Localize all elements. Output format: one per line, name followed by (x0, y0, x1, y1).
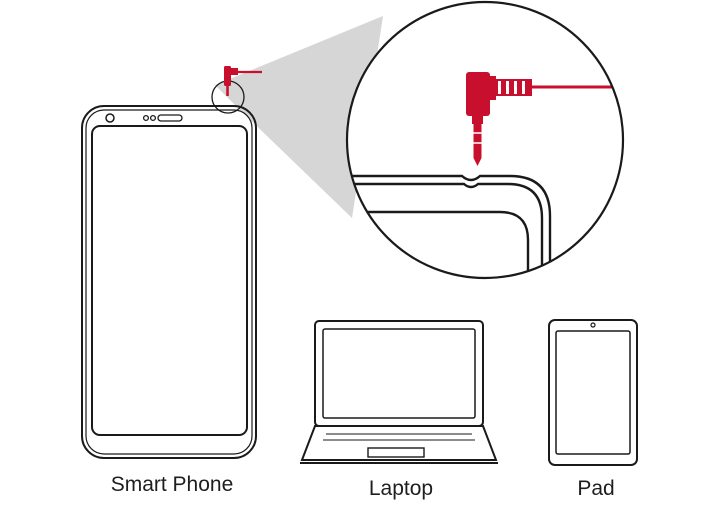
magnified-headset-plug-icon (466, 72, 623, 166)
pad-label: Pad (577, 477, 614, 500)
laptop-lid (314, 320, 484, 427)
laptop-trackpad (367, 447, 425, 458)
phone-front-camera-icon (105, 113, 115, 123)
pad-camera-icon (590, 322, 596, 328)
phone-sensor-right-icon (149, 114, 157, 122)
pad-illustration (548, 319, 638, 466)
phone-screen (91, 125, 248, 436)
magnified-view-circle (347, 2, 623, 278)
phone-speaker-icon (157, 114, 183, 122)
phone-sensor-left-icon (142, 114, 150, 122)
pad-screen (555, 330, 631, 455)
laptop-base (300, 425, 498, 461)
laptop-illustration (300, 320, 498, 464)
headset-plug-icon (224, 66, 262, 96)
smart-phone-illustration (81, 105, 257, 459)
phone-body (81, 105, 257, 459)
smart-phone-label: Smart Phone (111, 473, 234, 496)
laptop-screen (322, 328, 476, 419)
magnified-phone-corner (347, 72, 623, 278)
phone-inner-bezel (85, 109, 253, 455)
zoom-cone (215, 16, 383, 218)
laptop-label: Laptop (369, 477, 433, 500)
pad-body (548, 319, 638, 466)
